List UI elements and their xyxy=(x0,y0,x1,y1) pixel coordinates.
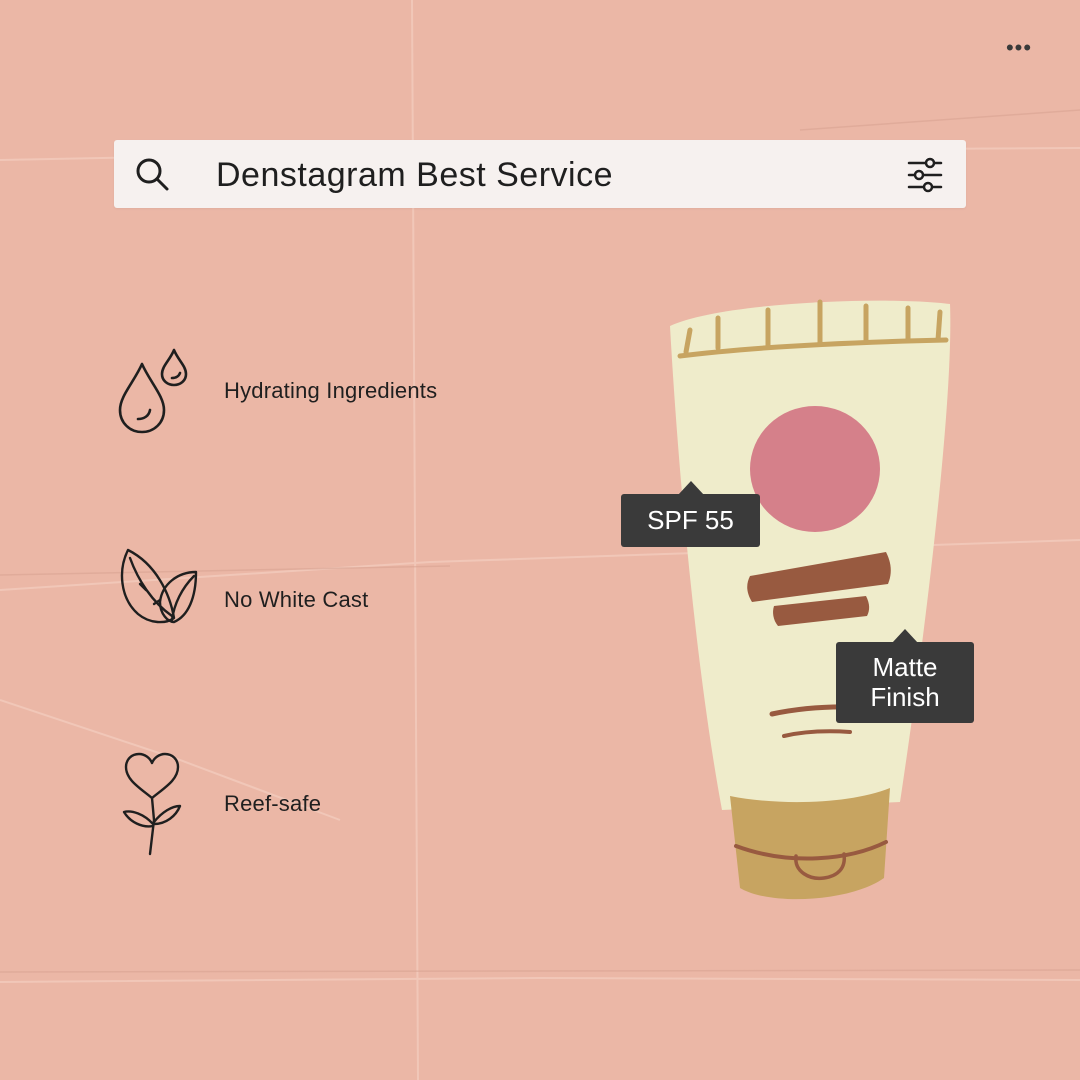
sliders-icon[interactable] xyxy=(904,154,946,196)
search-bar[interactable] xyxy=(114,140,966,208)
finish-tag-line-1: Matte xyxy=(872,652,938,682)
finish-tag: Matte Finish xyxy=(836,629,974,723)
feature-label-reef-safe: Reef-safe xyxy=(224,791,322,816)
leaves-icon xyxy=(120,548,198,624)
spf-tag-label: SPF 55 xyxy=(647,505,734,535)
water-drops-icon xyxy=(118,348,188,434)
sunscreen-tube-illustration xyxy=(670,299,951,900)
spf-tag: SPF 55 xyxy=(621,481,760,547)
finish-tag-line-2: Finish xyxy=(870,682,940,712)
feature-label-hydrating: Hydrating Ingredients xyxy=(224,378,438,403)
search-icon[interactable] xyxy=(134,156,170,192)
more-options-icon[interactable]: ••• xyxy=(1005,35,1033,60)
feature-label-no-white-cast: No White Cast xyxy=(224,587,369,612)
heart-flower-icon xyxy=(122,752,182,856)
search-input[interactable]: Denstagram Best Service xyxy=(216,156,613,194)
